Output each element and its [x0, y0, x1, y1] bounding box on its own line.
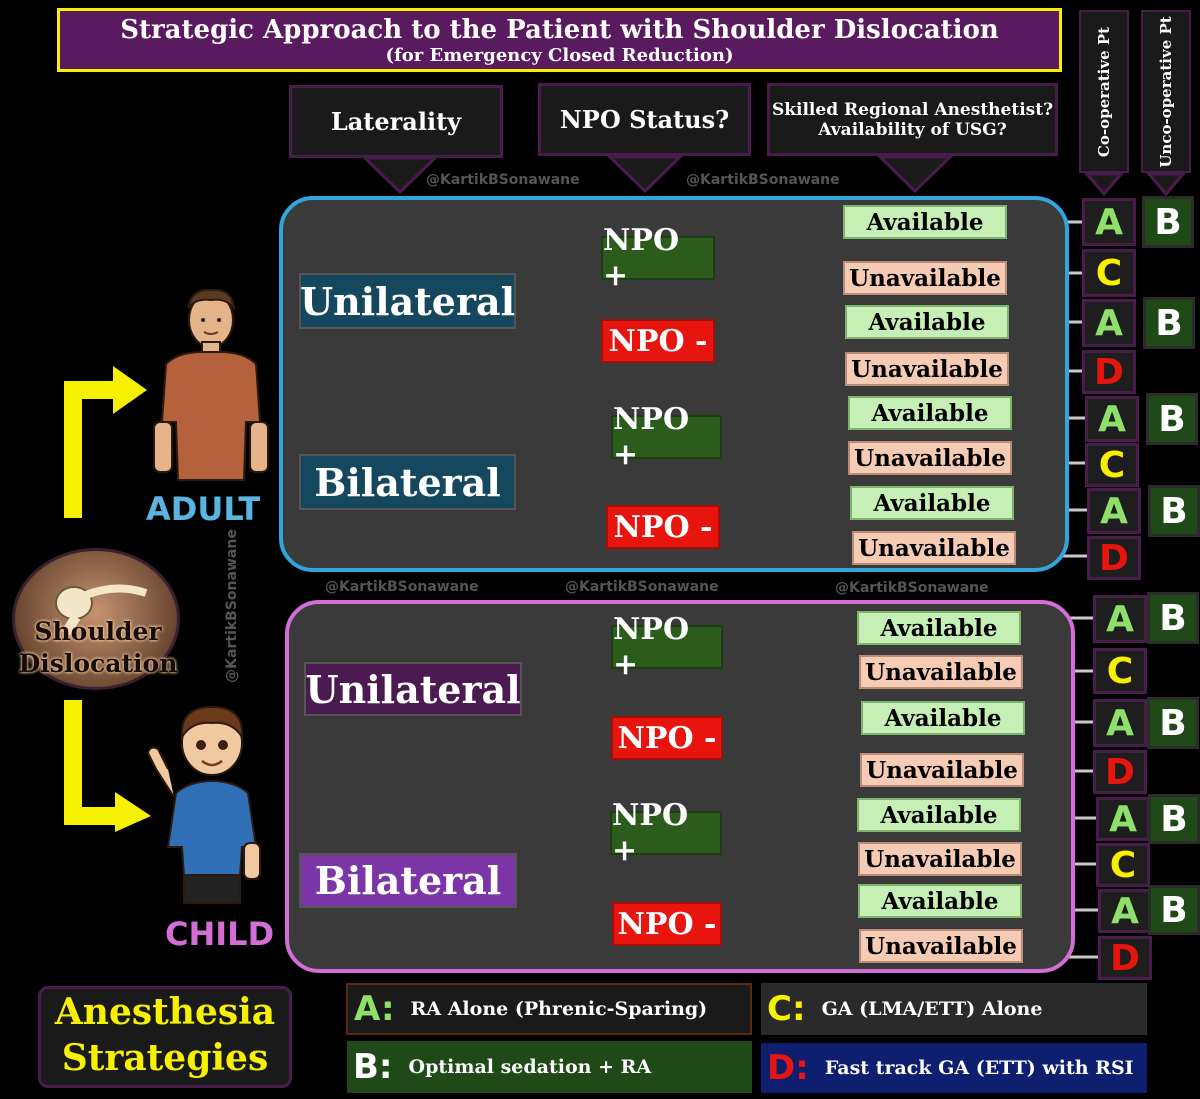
uncooperative-down-arrow-icon — [1146, 172, 1186, 197]
watermark: @KartikBSonawane — [686, 172, 840, 188]
child-branch-arrow-icon — [64, 700, 151, 832]
child-bi-npo-minus-available: Available — [858, 884, 1022, 918]
title-banner: Strategic Approach to the Patient with S… — [57, 8, 1062, 72]
watermark: @KartikBSonawane — [835, 580, 989, 596]
outcome-letter-b: B — [1148, 794, 1200, 844]
outcome-letter-b: B — [1146, 393, 1198, 445]
adult-figure-icon — [153, 288, 269, 481]
adult-bilateral-node: Bilateral — [299, 454, 516, 510]
child-bilateral-npo-minus: NPO - — [612, 902, 722, 946]
outcome-letter-c: C — [1096, 843, 1150, 887]
shoulder-dislocation-image — [12, 548, 180, 690]
outcome-letter-b: B — [1143, 297, 1195, 349]
outcome-letter-c: C — [1082, 249, 1136, 297]
outcome-letter-b: B — [1148, 485, 1200, 537]
regional-anesthetist-header: Skilled Regional Anesthetist? Availabili… — [767, 83, 1058, 156]
child-bilateral-node: Bilateral — [299, 853, 517, 908]
adult-uni-npo-plus-available: Available — [843, 205, 1007, 239]
adult-unilateral-node: Unilateral — [299, 273, 516, 329]
child-unilateral-npo-minus: NPO - — [611, 716, 723, 760]
child-bi-npo-plus-available: Available — [857, 798, 1021, 832]
outcome-letter-a: A — [1093, 595, 1147, 643]
outcome-letter-a: A — [1098, 889, 1152, 933]
child-uni-npo-plus-available: Available — [857, 611, 1021, 645]
child-unilateral-node: Unilateral — [304, 662, 522, 716]
outcome-letter-c: C — [1093, 648, 1147, 694]
watermark: @KartikBSonawane — [325, 579, 479, 595]
adult-uni-npo-minus-available: Available — [845, 305, 1009, 339]
legend-key-a: A: — [354, 989, 395, 1029]
legend-text-b: Optimal sedation + RA — [408, 1056, 652, 1078]
outcome-letter-a: A — [1093, 699, 1147, 747]
outcome-letter-b: B — [1142, 196, 1194, 248]
outcome-letter-b: B — [1147, 592, 1199, 644]
child-uni-npo-minus-available: Available — [861, 701, 1025, 735]
cooperative-down-arrow-icon — [1084, 172, 1124, 197]
child-figure-icon — [146, 705, 261, 904]
adult-label: ADULT — [146, 490, 261, 528]
outcome-letter-b: B — [1147, 697, 1199, 749]
outcome-letter-d: D — [1093, 750, 1147, 794]
outcome-letter-a: A — [1082, 198, 1136, 246]
page-subtitle: (for Emergency Closed Reduction) — [385, 45, 734, 66]
legend-item-c: C: GA (LMA/ETT) Alone — [761, 983, 1147, 1035]
anesthesia-strategies-box: Anesthesia Strategies — [38, 986, 292, 1088]
child-bilateral-npo-plus: NPO + — [610, 798, 722, 868]
outcome-letter-b: B — [1148, 885, 1200, 935]
legend-text-d: Fast track GA (ETT) with RSI — [824, 1057, 1134, 1079]
child-uni-npo-minus-unavailable: Unavailable — [860, 753, 1024, 787]
child-uni-npo-plus-unavailable: Unavailable — [859, 655, 1023, 689]
shoulder-bone-icon — [55, 584, 148, 635]
adult-bilateral-npo-minus: NPO - — [606, 505, 720, 549]
watermark-vertical: @KartikBSonawane — [223, 529, 240, 683]
child-bi-npo-minus-unavailable: Unavailable — [859, 929, 1023, 963]
adult-unilateral-npo-minus: NPO - — [601, 319, 715, 363]
uncooperative-header: Unco-operative Pt — [1141, 10, 1191, 173]
legend-item-b: B: Optimal sedation + RA — [347, 1041, 752, 1093]
adult-bilateral-npo-plus: NPO + — [611, 402, 722, 472]
legend-item-a: A: RA Alone (Phrenic-Sparing) — [346, 983, 752, 1035]
adult-uni-npo-minus-unavailable: Unavailable — [845, 352, 1009, 386]
watermark: @KartikBSonawane — [426, 172, 580, 188]
npo-down-arrow-icon — [606, 155, 684, 194]
outcome-letter-d: D — [1082, 350, 1136, 394]
page-title: Strategic Approach to the Patient with S… — [120, 15, 999, 45]
outcome-letter-a: A — [1096, 797, 1150, 841]
shoulder-dislocation-label: Shoulder Dislocation — [18, 617, 178, 678]
legend-key-c: C: — [767, 989, 806, 1029]
adult-bi-npo-plus-unavailable: Unavailable — [848, 441, 1012, 475]
legend-text-c: GA (LMA/ETT) Alone — [821, 998, 1043, 1020]
laterality-header: Laterality — [289, 85, 503, 158]
adult-bi-npo-minus-unavailable: Unavailable — [852, 531, 1016, 565]
adult-branch-arrow-icon — [64, 366, 147, 518]
outcome-letter-d: D — [1098, 936, 1152, 980]
adult-unilateral-npo-plus: NPO + — [601, 223, 715, 293]
outcome-letter-a: A — [1087, 488, 1141, 534]
child-bi-npo-plus-unavailable: Unavailable — [858, 842, 1022, 876]
npo-status-header: NPO Status? — [538, 83, 751, 156]
legend-text-a: RA Alone (Phrenic-Sparing) — [410, 998, 708, 1020]
adult-uni-npo-plus-unavailable: Unavailable — [843, 261, 1007, 295]
cooperative-header: Co-operative Pt — [1079, 10, 1129, 173]
adult-bi-npo-minus-available: Available — [850, 486, 1014, 520]
legend-item-d: D: Fast track GA (ETT) with RSI — [761, 1043, 1147, 1093]
regional-down-arrow-icon — [876, 155, 954, 194]
laterality-down-arrow-icon — [361, 156, 439, 195]
child-unilateral-npo-plus: NPO + — [611, 612, 723, 682]
outcome-letter-d: D — [1087, 536, 1141, 580]
legend-key-b: B: — [353, 1047, 393, 1087]
child-label: CHILD — [165, 915, 275, 953]
outcome-letter-a: A — [1082, 299, 1136, 347]
adult-bi-npo-plus-available: Available — [848, 396, 1012, 430]
watermark: @KartikBSonawane — [565, 579, 719, 595]
legend-key-d: D: — [767, 1048, 809, 1088]
outcome-letter-c: C — [1085, 443, 1139, 487]
outcome-letter-a: A — [1085, 396, 1139, 442]
